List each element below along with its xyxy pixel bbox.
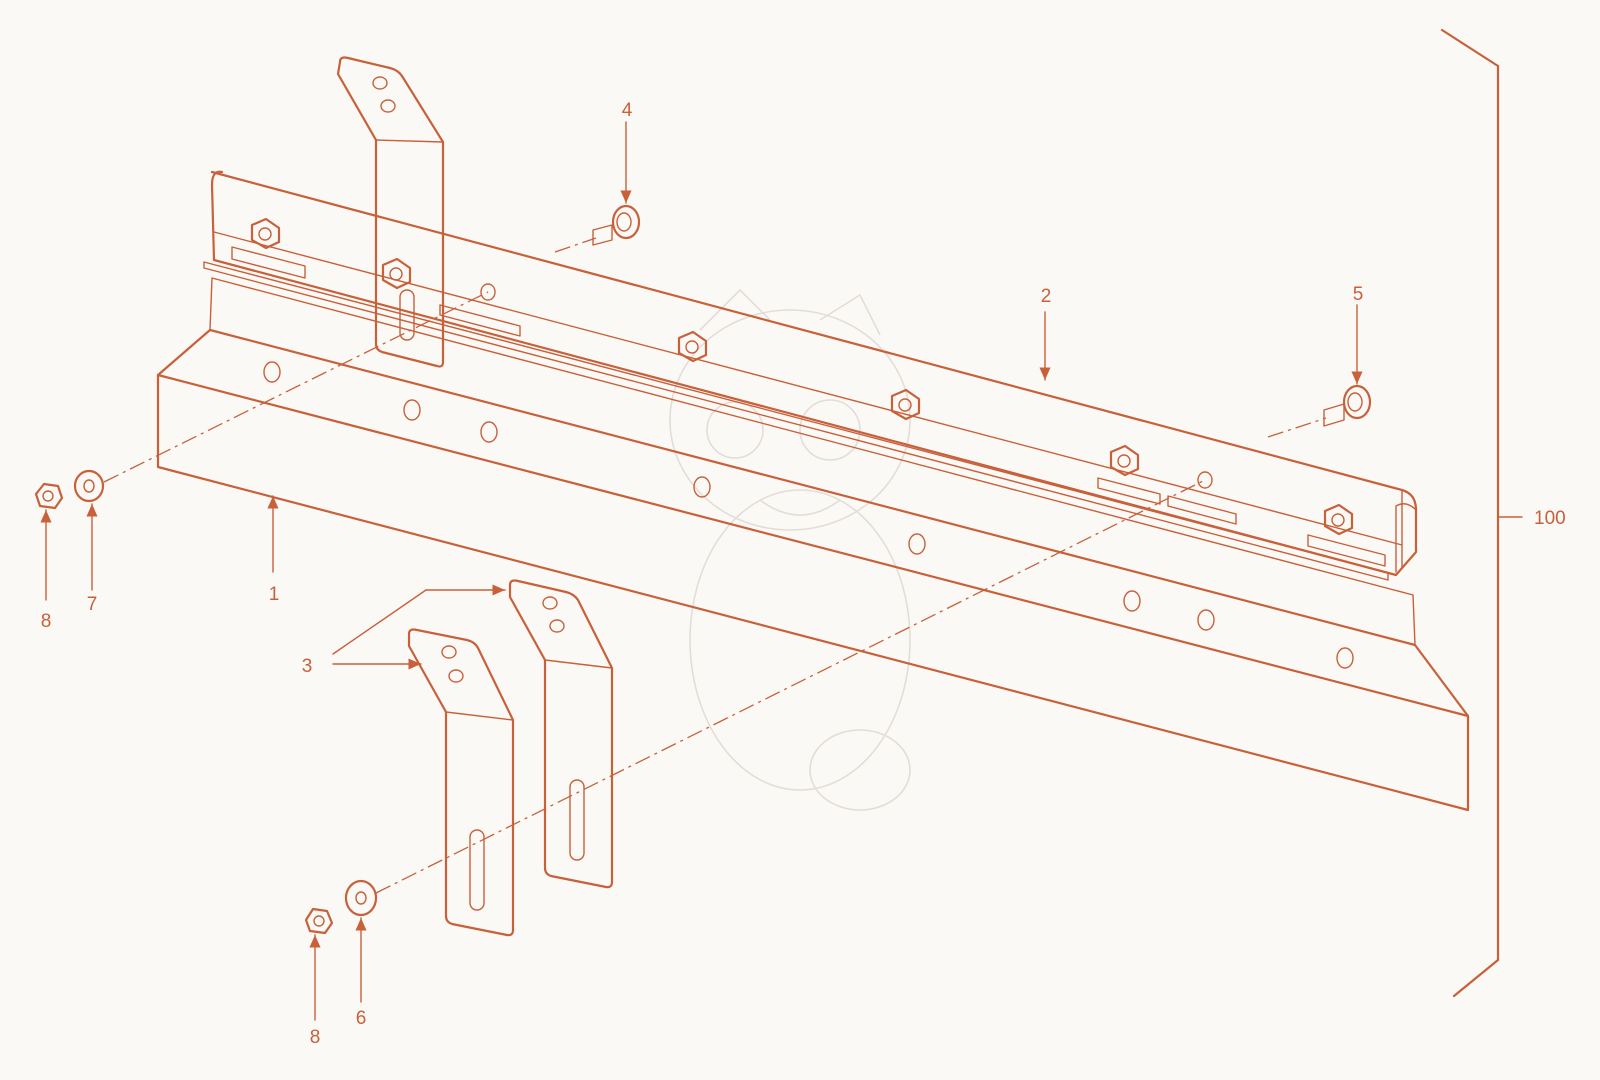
part-3-bracket-rear — [508, 579, 614, 889]
label-part-7: 7 — [87, 594, 98, 615]
part-3-bracket-front — [407, 628, 515, 937]
label-part-3: 3 — [302, 656, 313, 677]
plate-holes — [263, 283, 1354, 669]
label-part-2: 2 — [1041, 286, 1052, 307]
label-part-5: 5 — [1353, 284, 1364, 305]
part-4-bolt — [592, 204, 641, 246]
part-6-washer — [344, 879, 378, 917]
part-7-washer — [73, 469, 105, 503]
nut-icon — [1323, 503, 1354, 536]
label-part-4: 4 — [622, 100, 633, 121]
part-1-main-plate — [156, 261, 1470, 812]
part-5-bolt — [1323, 384, 1372, 427]
leader-arrows — [40, 121, 1363, 1021]
part-8-nut-upper — [34, 482, 64, 510]
part-labels: 1 2 3 4 5 6 7 8 8 100 — [41, 100, 1566, 1048]
label-part-8-upper: 8 — [41, 611, 52, 632]
nut-icon — [890, 388, 921, 421]
nut-icon — [1109, 444, 1140, 477]
nut-icon — [677, 330, 708, 363]
part-3-bracket-upper — [336, 56, 445, 368]
label-part-8-lower: 8 — [310, 1027, 321, 1048]
watermark-illustration — [669, 288, 911, 811]
label-assembly-100: 100 — [1534, 508, 1566, 529]
assembly-bracket-100 — [1440, 28, 1523, 998]
part-2-top-rail — [210, 170, 1418, 577]
nut-icon — [250, 217, 281, 250]
label-part-6: 6 — [356, 1008, 367, 1029]
rail-nuts — [250, 217, 1354, 536]
label-part-1: 1 — [269, 584, 280, 605]
nut-icon — [381, 257, 412, 290]
center-lines — [103, 237, 1327, 894]
part-8-nut-lower — [304, 907, 334, 935]
